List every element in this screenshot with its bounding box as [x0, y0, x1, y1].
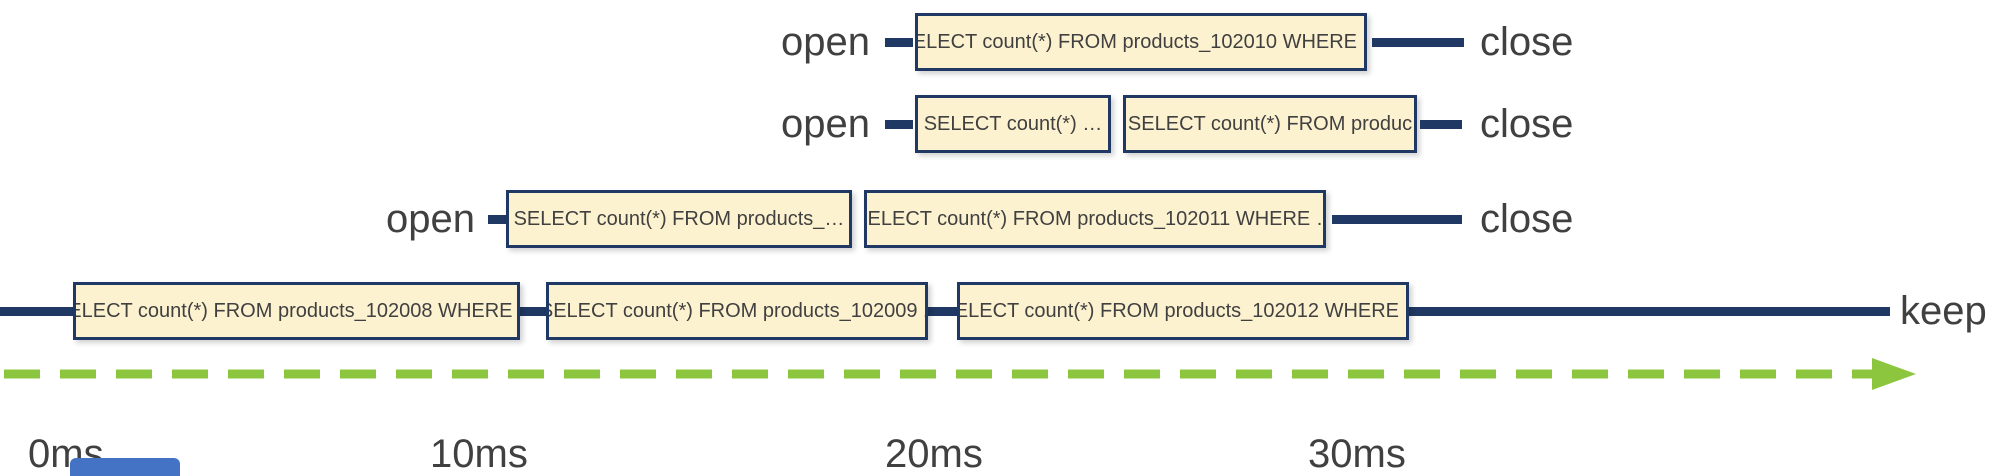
- query-text: SELECT count(*) FROM products_102010 WHE…: [915, 30, 1367, 53]
- open-label: open: [781, 102, 870, 146]
- close-label: close: [1480, 102, 1574, 146]
- close-label: close: [1480, 197, 1574, 241]
- query-box: SELECT count(*) …: [915, 95, 1111, 153]
- decorative-blue-shape: [70, 458, 180, 476]
- query-box: SELECT count(*) FROM products_102011 WHE…: [864, 190, 1326, 248]
- timeline-segment: [1372, 38, 1464, 47]
- axis-tick-30ms: 30ms: [1308, 432, 1406, 476]
- timeline-segment: [885, 120, 913, 129]
- dashed-arrow-icon: [4, 358, 1916, 390]
- query-box: SELECT count(*) FROM products_102008 WHE…: [73, 282, 520, 340]
- timeline-segment: [885, 38, 913, 47]
- timeline-segment: [1332, 215, 1462, 224]
- axis-tick-10ms: 10ms: [430, 432, 528, 476]
- query-text: SELECT count(*) …: [923, 112, 1103, 135]
- query-text: SELECT count(*) FROM products_102011 WHE…: [864, 207, 1326, 230]
- query-text: SELECT count(*) FROM produc: [1127, 112, 1413, 135]
- query-box: SELECT count(*) FROM products_102009 ..: [546, 282, 928, 340]
- query-text: SELECT count(*) FROM products_102012 WHE…: [957, 299, 1409, 322]
- query-text: SELECT count(*) FROM products_…: [513, 207, 845, 230]
- query-box: SELECT count(*) FROM products_…: [506, 190, 852, 248]
- query-box: SELECT count(*) FROM produc: [1123, 95, 1417, 153]
- query-text: SELECT count(*) FROM products_102008 WHE…: [73, 299, 520, 322]
- timeline-segment: [0, 307, 1890, 316]
- query-box: SELECT count(*) FROM products_102012 WHE…: [957, 282, 1409, 340]
- query-box: SELECT count(*) FROM products_102010 WHE…: [915, 13, 1367, 71]
- query-text: SELECT count(*) FROM products_102009 ..: [546, 299, 928, 322]
- axis-tick-20ms: 20ms: [885, 432, 983, 476]
- keep-label: keep: [1900, 289, 1987, 333]
- open-label: open: [386, 197, 475, 241]
- open-label: open: [781, 20, 870, 64]
- time-axis-arrow: [0, 352, 1940, 396]
- close-label: close: [1480, 20, 1574, 64]
- timeline-segment: [488, 215, 506, 224]
- timeline-segment: [1420, 120, 1462, 129]
